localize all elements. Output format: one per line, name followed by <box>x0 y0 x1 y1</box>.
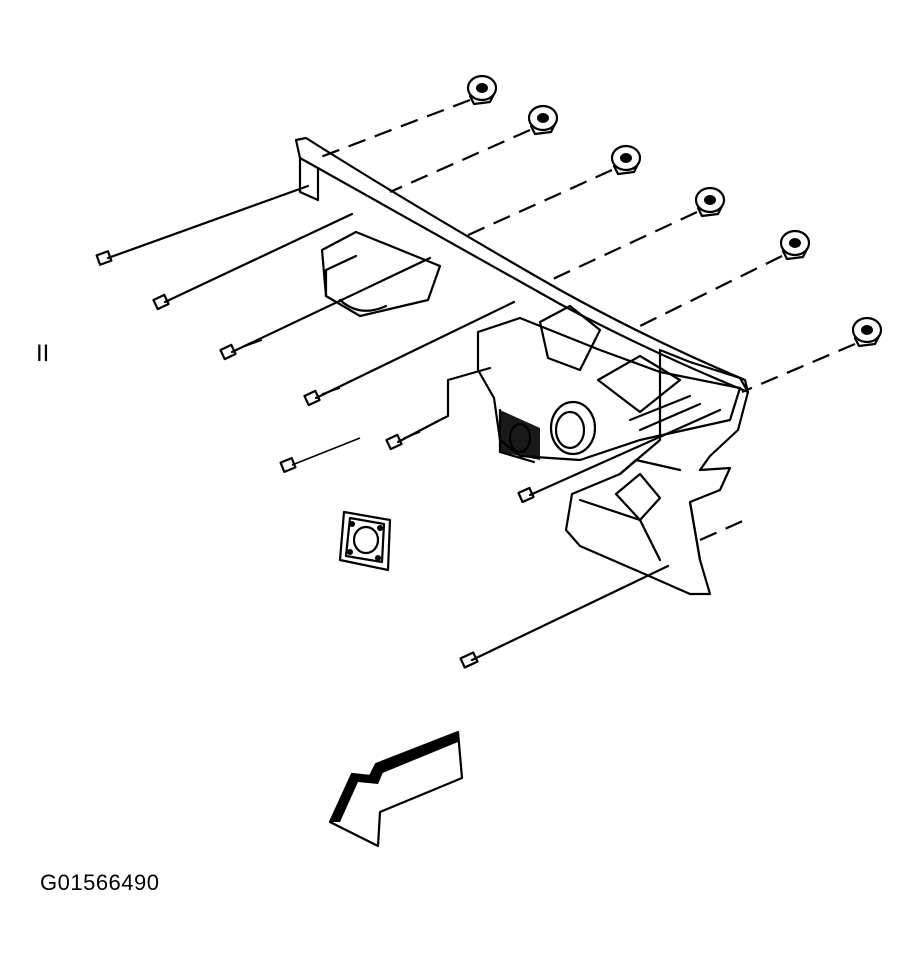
bolt-3 <box>219 256 432 361</box>
bolt-5 <box>385 366 492 451</box>
nut-leader-lines <box>317 98 856 394</box>
bolt-tick-marks <box>239 339 421 439</box>
bolt-1 <box>95 184 310 266</box>
figure-reference-code: G01566490 <box>40 870 160 895</box>
nut-2 <box>527 104 559 136</box>
bolt-2 <box>152 212 354 311</box>
bolt-6 <box>279 437 361 473</box>
crossmember-frame <box>294 136 750 596</box>
nut-5 <box>779 229 811 261</box>
nut-4 <box>694 186 726 218</box>
bolt-8 <box>459 518 746 669</box>
nut-1 <box>466 74 498 106</box>
mount-gasket <box>338 510 392 572</box>
bolt-7 <box>517 408 722 504</box>
nut-6 <box>851 316 883 348</box>
nut-3 <box>610 144 642 176</box>
bolt-4 <box>303 300 516 407</box>
side-mark-label: II <box>36 340 50 367</box>
front-direction-arrow <box>328 730 464 848</box>
